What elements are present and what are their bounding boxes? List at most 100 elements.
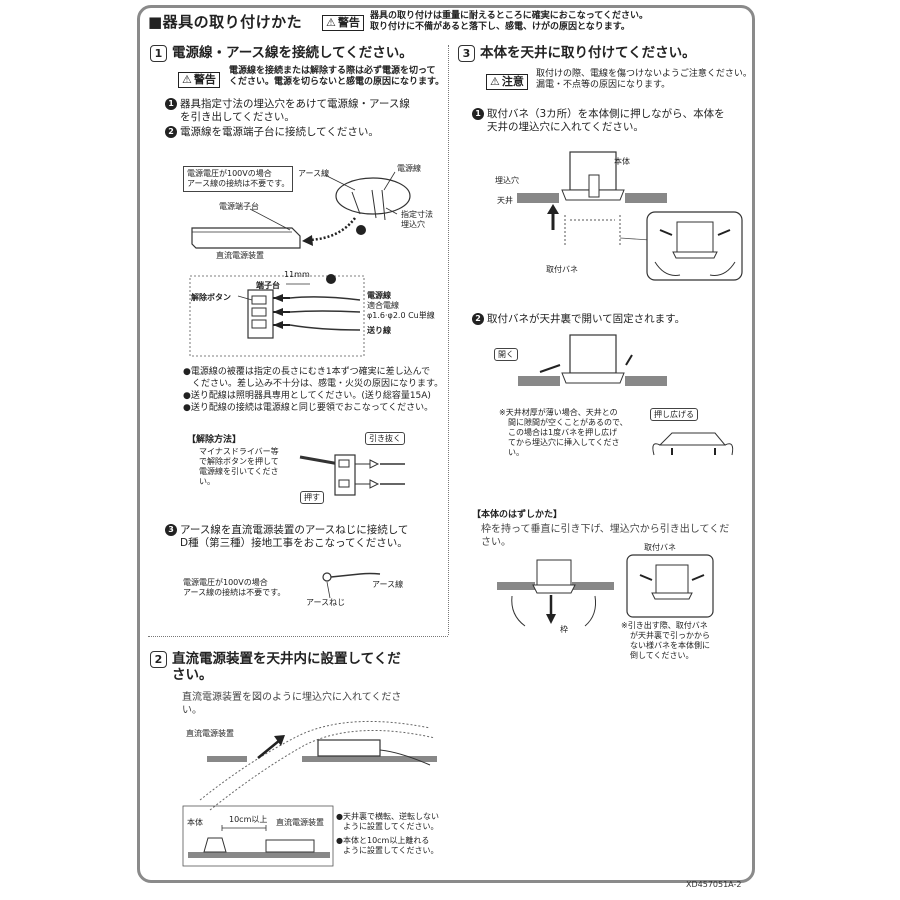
note-remove-line1: ※引き出す際、取付バネ [621,621,708,630]
note-remove-line4: 倒してください。 [630,651,694,660]
placement-box [182,805,334,867]
release-line4: い。 [199,477,215,486]
step2-text: 電源線を電源端子台に接続してください。 [180,126,379,138]
caution-triangle-icon: ⚠ [490,75,500,88]
note-thin-line4: てから埋込穴に挿入してくださ [508,438,620,447]
warning-triangle-icon: ⚠ [182,73,192,86]
warning-triangle-icon: ⚠ [326,16,336,29]
note-100v-b: 電源電圧が100Vの場合 アース線の接続は不要です。 [183,578,285,598]
step-number-icon: 1 [165,98,177,110]
callout-push: 押す [300,491,324,504]
document-code: XD457051A-2 [686,880,742,889]
note1-line1: ●天井裏で横転、逆転しない [336,812,439,821]
arrowhead [302,235,313,246]
section1-warning-text: 電源線を接続または解除する際は必ず電源を切って ください。電源を切らないと感電の… [229,66,444,88]
note-remove-line3: ない様バネを本体側に [630,641,710,650]
section3-title: 3 本体を天井に取り付けてください。 [458,45,696,62]
section1-number: 1 [150,45,167,62]
section1-warning-badge: ⚠警告 [178,68,220,88]
remove-line1: 枠を持って垂直に引き下げ、埋込穴から引き出してくだ [481,524,730,535]
label-spec-hole-1: 指定寸法 [401,210,433,219]
label-earth-wire2: アース線 [372,580,404,589]
step-number-icon: 3 [165,524,177,536]
label-feed-wire: 送り線 [367,326,391,335]
s3-step2-text: 取付バネが天井裏で開いて固定されます。 [487,313,686,325]
label-power-terminal: 電源端子台 [219,202,259,211]
step1-line1: 器具指定寸法の埋込穴をあけて電源線・アース線 [180,98,410,110]
note2-line2: ように設置してください。 [343,846,439,855]
label-terminal: 端子台 [256,281,280,290]
note-thin-ceiling: ※天井材厚が薄い場合、天井との 間に隙間が空くことがあるので、 この場合は1度バ… [499,408,628,458]
warn-line1: 電源線を接続または解除する際は必ず電源を切って [229,66,436,76]
section3-caution-text: 取付けの際、電線を傷つけないようご注意ください。 漏電・不点等の原因になります。 [536,69,752,91]
section2-number: 2 [150,651,167,668]
note-line2: アース線の接続は不要です。 [187,179,290,188]
bullet3: ●送り配線の接続は電源線と同じ要領でおこなってください。 [183,403,434,413]
section1-bullets: ●電源線の被覆は指定の長さにむき1本ずつ確実に差し込んで ください。差し込み不十… [183,366,443,414]
dotted-arrow [309,217,356,242]
section3-number: 3 [458,45,475,62]
ceiling-bar-right [625,193,667,203]
page-title: ■器具の取り付けかた [148,13,303,31]
hole-ellipse [335,177,411,215]
label-dc-device: 直流電源装置 [216,251,264,260]
caution-line1: 取付けの際、電線を傷つけないようご注意ください。 [536,69,752,79]
step1-line2: を引き出してください。 [180,111,295,123]
label-spec-hole-2: 埋込穴 [401,220,425,229]
bullet2: ●送り配線は照明器具専用としてください。(送り総容量15A) [183,391,431,401]
header-text-line2: 取り付けに不備があると落下し、感電、けがの原因となります。 [370,22,630,32]
warning-badge-label: 警告 [337,16,360,29]
label-power-wire2: 電源線 [367,291,391,300]
warn-line2: ください。電源を切らないと感電の原因になります。 [229,77,445,87]
label-earth-screw: アースねじ [306,598,346,607]
note-100v: 電源電圧が100Vの場合 アース線の接続は不要です。 [183,166,294,192]
note2-line1: ●本体と10cm以上離れる [336,836,430,845]
remove-title: 【本体のはずしかた】 [472,510,563,520]
release-title: 【解除方法】 [187,435,242,445]
label-hole: 埋込穴 [495,176,519,185]
section2-title-line1: 直流電源装置を天井内に設置してくだ [172,651,401,667]
dc-device-box [191,227,301,249]
step3-line2: D種（第三種）接地工事をおこなってください。 [180,537,408,549]
step-circle [356,225,366,235]
note1-line2: ように設置してください。 [343,822,439,831]
s3-step1-line2: 天井の埋込穴に入れてください。 [487,121,644,133]
section2-body-line2: い。 [182,705,202,716]
caution-line2: 漏電・不点等の原因になります。 [536,80,671,90]
section3-title-text: 本体を天井に取り付けてください。 [480,45,696,61]
note-thin-line1: ※天井材厚が薄い場合、天井との [499,408,618,417]
leader-lines [324,171,398,215]
warning-badge-label: 警告 [193,73,216,86]
bullet1-line1: ●電源線の被覆は指定の長さにむき1本ずつ確実に差し込んで [183,367,431,377]
step3-line1: アース線を直流電源装置のアースねじに接続して [180,524,409,536]
label-dc-device2: 直流電源装置 [276,818,324,827]
column-divider [448,45,449,635]
note-thin-line3: この場合は1度バネを押し広げ [508,428,618,437]
release-line2: で解除ボタンを押して [199,457,279,466]
step-number-icon: 2 [165,126,177,138]
note-line1: 電源電圧が100Vの場合 [187,169,272,178]
step-number-icon: 1 [472,108,484,120]
step-number-icon: 2 [472,313,484,325]
header-warning-text: 器具の取り付けは重量に耐えるところに確実におこなってください。 取り付けに不備が… [370,11,648,33]
label-frame: 枠 [560,625,568,634]
label-dc-device: 直流電源装置 [186,729,234,738]
section3-caution-badge: ⚠注意 [486,70,528,90]
label-ceiling: 天井 [497,196,513,205]
label-spring2: 取付バネ [644,543,676,552]
section2-title: 2 直流電源装置を天井内に設置してください。 [150,651,440,683]
label-power-wire-spec: 電源線 適合電線 φ1.6·φ2.0 Cu単線 [367,291,435,321]
ceiling-bar-left [517,193,559,203]
label-release-button: 解除ボタン [191,293,231,302]
label-body: 本体 [187,818,203,827]
s3-step1-line1: 取付バネ（3カ所）を本体側に押しながら、本体を [487,108,725,120]
remove-line2: さい。 [481,537,511,548]
section-divider [148,636,448,637]
label-wire-spec1: 適合電線 [367,301,399,310]
header-text-line1: 器具の取り付けは重量に耐えるところに確実におこなってください。 [370,11,649,21]
